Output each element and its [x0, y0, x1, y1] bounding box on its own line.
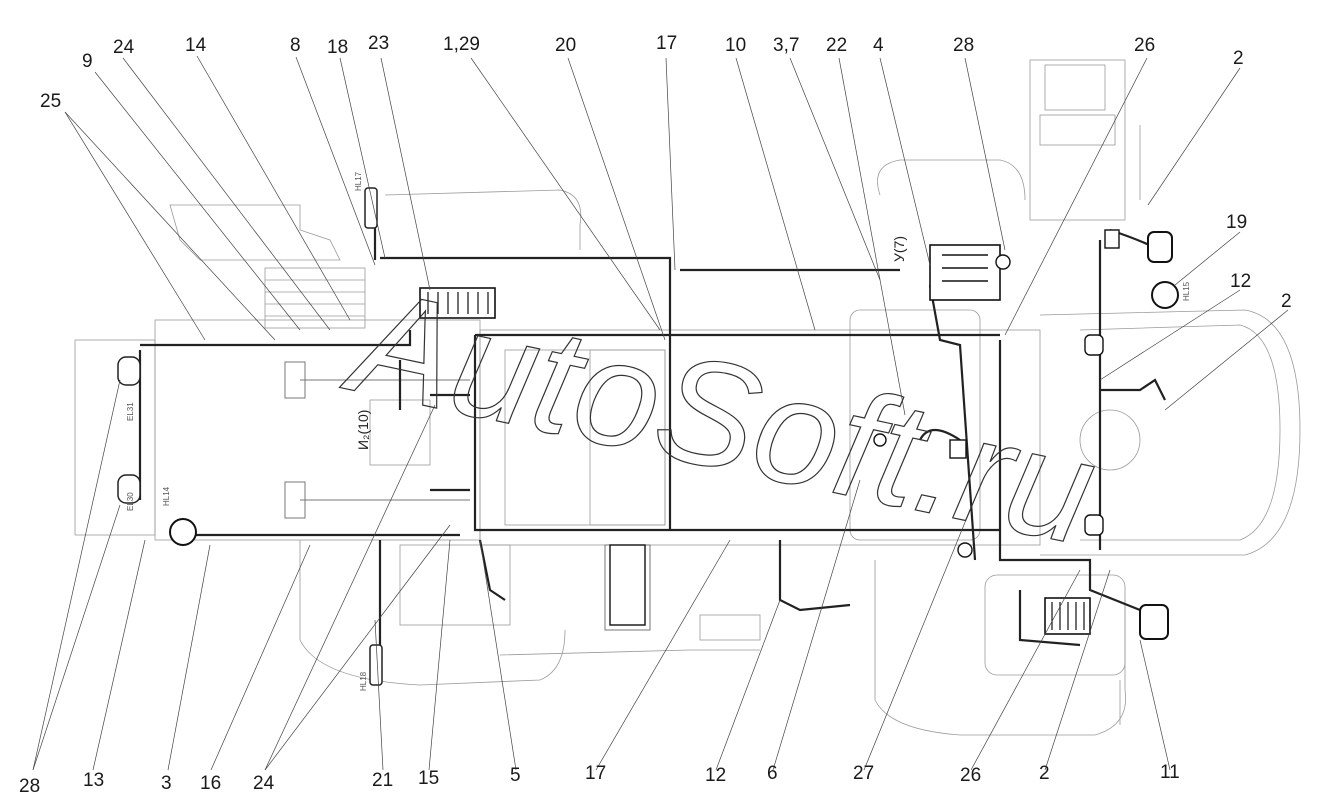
label-hl18: HL18 [359, 671, 368, 691]
wiring-harness [138, 195, 1166, 650]
callout-label: 26 [1134, 35, 1155, 56]
callout-label: 28 [953, 35, 974, 56]
ref-label-right: У(7) [891, 236, 907, 262]
tractor-outline [74, 59, 1301, 736]
callout-label: 6 [767, 763, 778, 784]
callout-label: 2 [1233, 48, 1244, 69]
callout-label: 17 [656, 33, 677, 54]
callout-label: 4 [873, 35, 884, 56]
label-hl15: HL15 [1182, 281, 1191, 301]
callouts-top: 25 9 24 14 8 18 23 1,29 20 17 10 3,7 22 … [40, 33, 1292, 312]
callout-label: 24 [113, 37, 135, 58]
components [117, 187, 1179, 686]
callout-label: 12 [705, 765, 726, 786]
callout-label: 28 [19, 776, 40, 797]
callout-label: 18 [327, 37, 348, 58]
callout-label: 21 [372, 770, 393, 791]
label-el31: EL31 [126, 402, 135, 421]
callout-label: 12 [1230, 271, 1251, 292]
callout-label: 16 [200, 773, 221, 794]
callout-label: 22 [826, 35, 847, 56]
sensor-hl5 [1084, 334, 1104, 356]
leader-lines [32, 55, 1289, 771]
callout-label: 26 [960, 765, 981, 786]
label-el30: EL30 [126, 492, 135, 511]
callout-label: 2 [1281, 291, 1292, 312]
callout-label: 19 [1226, 212, 1247, 233]
callouts-bottom: 28 13 3 16 24 21 15 5 17 12 6 27 26 2 11 [19, 762, 1180, 797]
callout-label: 3 [161, 773, 172, 794]
callout-label: 11 [1160, 762, 1180, 783]
headlamp-right [1147, 231, 1173, 263]
callout-label: 10 [725, 35, 746, 56]
callout-label: 2 [1039, 763, 1050, 784]
label-hl17: HL17 [354, 171, 363, 191]
callout-label: 8 [290, 35, 301, 56]
callout-label: 24 [253, 773, 275, 794]
connector-block-front [929, 244, 1001, 301]
callout-label: 20 [555, 35, 576, 56]
callout-label: 9 [82, 51, 93, 72]
lamp-el30 [117, 474, 141, 504]
connector-19 [1104, 229, 1120, 249]
lamp-hl14 [169, 518, 197, 546]
callout-label: 15 [418, 768, 439, 789]
relay-block [949, 439, 967, 459]
rear-lamp-hl18 [369, 644, 383, 686]
label-hl14: HL14 [162, 486, 171, 506]
callout-label: 23 [368, 33, 389, 54]
lamp-el31 [117, 356, 141, 386]
callout-label: 25 [40, 91, 61, 112]
callout-label: 27 [853, 763, 874, 784]
sensor-hl2 [1084, 514, 1104, 536]
battery-block [609, 544, 646, 626]
lamp-hl15 [1151, 281, 1179, 309]
callout-label: 1,29 [443, 34, 480, 55]
callout-label: 17 [585, 763, 606, 784]
callout-label: 13 [83, 770, 104, 791]
rear-lamp-hl17 [364, 187, 378, 229]
callout-label: 3,7 [773, 35, 799, 56]
callout-label: 14 [185, 35, 207, 56]
headlamp-left [1139, 604, 1169, 640]
watermark: AutoSoft.ru [332, 254, 1109, 576]
ref-label-left: И₂(10) [355, 410, 371, 450]
callout-label: 5 [510, 765, 521, 786]
